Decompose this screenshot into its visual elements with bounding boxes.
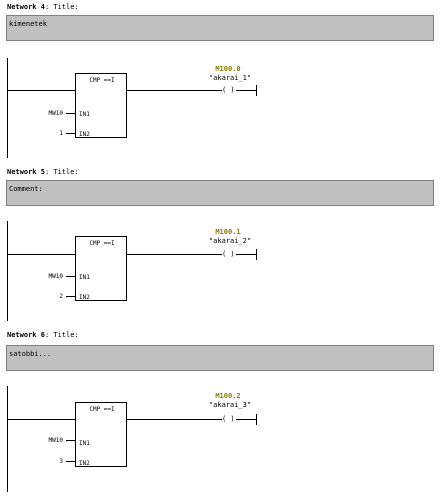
output-wire [127, 254, 222, 255]
output-wire [127, 90, 222, 91]
in2-operand[interactable]: 2 [59, 293, 63, 300]
in2-label: IN2 [79, 131, 90, 138]
network-header: Network 4: Title: [7, 3, 79, 11]
coil-symbol[interactable]: "akarai_2" [208, 237, 252, 245]
in1-wire [66, 440, 75, 441]
power-rail [7, 386, 8, 492]
network-comment[interactable]: Comment: [6, 180, 434, 206]
network-comment[interactable]: kimenetek [6, 15, 434, 41]
in2-label: IN2 [79, 460, 90, 467]
network-header: Network 6: Title: [7, 331, 79, 339]
in1-operand[interactable]: MW10 [48, 273, 63, 280]
coil-right-wire [236, 254, 256, 255]
power-rail [7, 58, 8, 158]
in2-label: IN2 [79, 294, 90, 301]
cmp-title: CMP ==I [89, 406, 115, 413]
network-header: Network 5: Title: [7, 168, 79, 176]
cmp-block[interactable]: CMP ==I IN1 IN2 [75, 402, 127, 467]
in2-wire [66, 133, 75, 134]
network-label: Network 4 [7, 3, 45, 11]
coil-icon[interactable]: ( ) [222, 415, 235, 423]
rung-wire [7, 254, 75, 255]
in1-wire [66, 276, 75, 277]
in1-operand[interactable]: MW10 [48, 437, 63, 444]
coil-right-wire [236, 419, 256, 420]
in2-operand[interactable]: 1 [59, 130, 63, 137]
in1-wire [66, 113, 75, 114]
network-6: Network 6: Title: satobbi... CMP ==I IN1… [0, 328, 445, 493]
in2-operand[interactable]: 3 [59, 458, 63, 465]
coil-symbol[interactable]: "akarai_1" [208, 74, 252, 82]
coil-icon[interactable]: ( ) [222, 86, 235, 94]
in1-label: IN1 [79, 274, 90, 281]
rung-wire [7, 90, 75, 91]
coil-symbol[interactable]: "akarai_3" [208, 401, 252, 409]
cmp-title: CMP ==I [89, 240, 115, 247]
coil-icon[interactable]: ( ) [222, 250, 235, 258]
coil-end [256, 85, 257, 96]
cmp-block[interactable]: CMP ==I IN1 IN2 [75, 236, 127, 301]
coil-address[interactable]: M100.0 [215, 65, 241, 73]
cmp-title: CMP ==I [89, 77, 115, 84]
network-title: : Title: [44, 168, 79, 176]
cmp-block[interactable]: CMP ==I IN1 IN2 [75, 73, 127, 138]
in1-operand[interactable]: MW10 [48, 110, 63, 117]
coil-end [256, 249, 257, 260]
coil-right-wire [236, 90, 256, 91]
coil-end [256, 414, 257, 425]
network-4: Network 4: Title: kimenetek CMP ==I IN1 … [0, 0, 445, 165]
coil-address[interactable]: M100.1 [215, 228, 241, 236]
network-comment[interactable]: satobbi... [6, 345, 434, 371]
power-rail [7, 221, 8, 321]
in2-wire [66, 461, 75, 462]
in2-wire [66, 296, 75, 297]
network-title: : Title: [44, 331, 79, 339]
network-label: Network 5 [7, 168, 45, 176]
in1-label: IN1 [79, 440, 90, 447]
coil-address[interactable]: M100.2 [215, 392, 241, 400]
in1-label: IN1 [79, 111, 90, 118]
network-label: Network 6 [7, 331, 45, 339]
network-5: Network 5: Title: Comment: CMP ==I IN1 I… [0, 165, 445, 330]
network-title: : Title: [44, 3, 79, 11]
rung-wire [7, 419, 75, 420]
output-wire [127, 419, 222, 420]
